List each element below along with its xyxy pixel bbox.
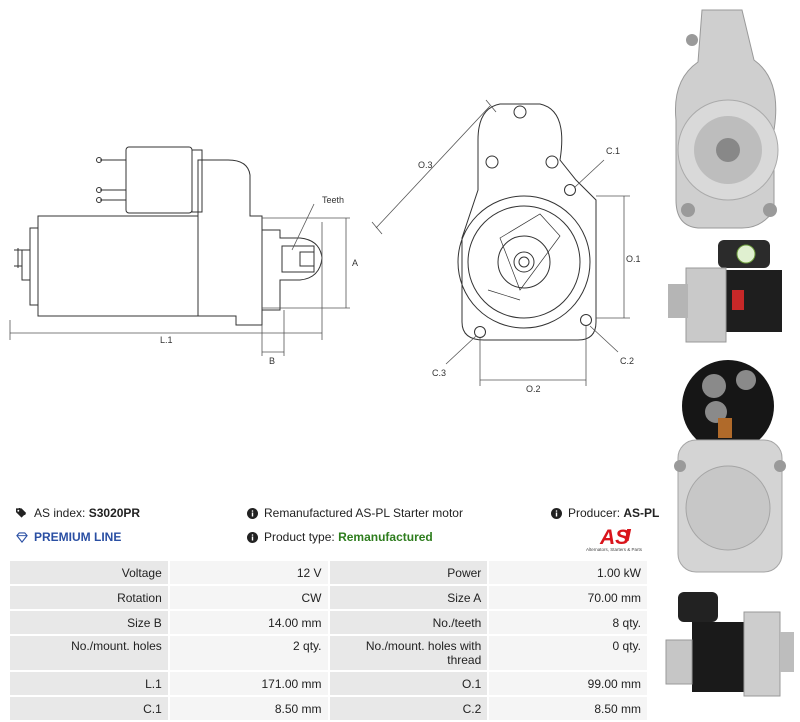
- info-icon: [246, 531, 258, 543]
- spec-value: 70.00 mm: [489, 586, 647, 609]
- spec-value: 99.00 mm: [489, 672, 647, 695]
- side-dimensions: [9, 203, 350, 356]
- spec-label: Size B: [10, 611, 168, 634]
- spec-value: 8 qty.: [489, 611, 647, 634]
- spec-value: 14.00 mm: [169, 611, 328, 634]
- as-pl-logo: AS Alternators, Starters & Parts: [586, 525, 648, 553]
- label-teeth: Teeth: [322, 195, 344, 205]
- photo-angled-view: [665, 582, 794, 716]
- spec-value: 0 qty.: [489, 636, 647, 670]
- label-c2: C.2: [620, 356, 634, 366]
- spec-label: No./mount. holes: [10, 636, 168, 670]
- front-dimensions: [371, 99, 630, 386]
- table-row: Size B 14.00 mm No./teeth 8 qty.: [10, 611, 647, 634]
- product-type-value: Remanufactured: [338, 530, 433, 544]
- producer-label: Producer:: [568, 506, 621, 520]
- product-type: Product type: Remanufactured: [246, 530, 433, 544]
- table-row: C.1 8.50 mm C.2 8.50 mm: [10, 697, 647, 720]
- spec-label: No./mount. holes with thread: [329, 636, 488, 670]
- spec-label: C.2: [329, 697, 488, 720]
- as-index-label: AS index:: [34, 506, 86, 520]
- description: Remanufactured AS-PL Starter motor: [246, 506, 463, 520]
- label-o1: O.1: [626, 254, 641, 264]
- specs-table: Voltage 12 V Power 1.00 kW Rotation CW S…: [8, 559, 649, 722]
- spec-value: 8.50 mm: [489, 697, 647, 720]
- label-o2: O.2: [526, 384, 541, 394]
- producer: Producer: AS-PL: [550, 506, 659, 520]
- starter-front-view: [457, 103, 597, 341]
- spec-label: C.1: [10, 697, 168, 720]
- producer-value: AS-PL: [623, 506, 660, 520]
- info-icon: [550, 507, 562, 519]
- spec-value: 171.00 mm: [169, 672, 328, 695]
- photo-rear-view: [666, 356, 794, 576]
- table-row: Rotation CW Size A 70.00 mm: [10, 586, 647, 609]
- spec-value: 2 qty.: [169, 636, 328, 670]
- spec-label: O.1: [329, 672, 488, 695]
- label-c3: C.3: [432, 368, 446, 378]
- info-icon: [246, 507, 258, 519]
- spec-label: Rotation: [10, 586, 168, 609]
- spec-value: 8.50 mm: [169, 697, 328, 720]
- label-c1: C.1: [606, 146, 620, 156]
- spec-value: 1.00 kW: [489, 561, 647, 584]
- label-b: B: [269, 356, 275, 366]
- spec-label: L.1: [10, 672, 168, 695]
- table-row: L.1 171.00 mm O.1 99.00 mm: [10, 672, 647, 695]
- spec-label: No./teeth: [329, 611, 488, 634]
- diamond-icon: [16, 531, 28, 543]
- spec-label: Size A: [329, 586, 488, 609]
- product-photos: [665, 4, 794, 716]
- product-type-label: Product type:: [264, 530, 335, 544]
- spec-label: Voltage: [10, 561, 168, 584]
- product-info: AS index: S3020PR PREMIUM LINE Remanufac…: [0, 500, 659, 556]
- as-logo-mark: AS: [599, 526, 632, 549]
- spec-value: CW: [169, 586, 328, 609]
- label-l1: L.1: [160, 335, 173, 345]
- table-row: Voltage 12 V Power 1.00 kW: [10, 561, 647, 584]
- photo-front-housing: [666, 4, 794, 230]
- premium-line: PREMIUM LINE: [16, 530, 121, 544]
- table-row: No./mount. holes 2 qty. No./mount. holes…: [10, 636, 647, 670]
- svg-text:AS: AS: [599, 526, 629, 547]
- description-text: Remanufactured AS-PL Starter motor: [264, 506, 463, 520]
- tag-icon: [16, 507, 28, 519]
- premium-line-label: PREMIUM LINE: [34, 530, 122, 544]
- spec-label: Power: [329, 561, 488, 584]
- label-o3: O.3: [418, 160, 433, 170]
- label-a: A: [352, 258, 358, 268]
- as-index-value: S3020PR: [88, 506, 141, 520]
- spec-value: 12 V: [169, 561, 328, 584]
- photo-side-view: [666, 236, 794, 350]
- starter-side-view: [14, 146, 323, 326]
- as-index: AS index: S3020PR: [16, 506, 140, 520]
- technical-drawing: Teeth A B L.1 O.3 C.1 O.1 C.2 C.3 O.2: [9, 99, 641, 394]
- brand-tagline: Alternators, Starters & Parts: [586, 547, 643, 552]
